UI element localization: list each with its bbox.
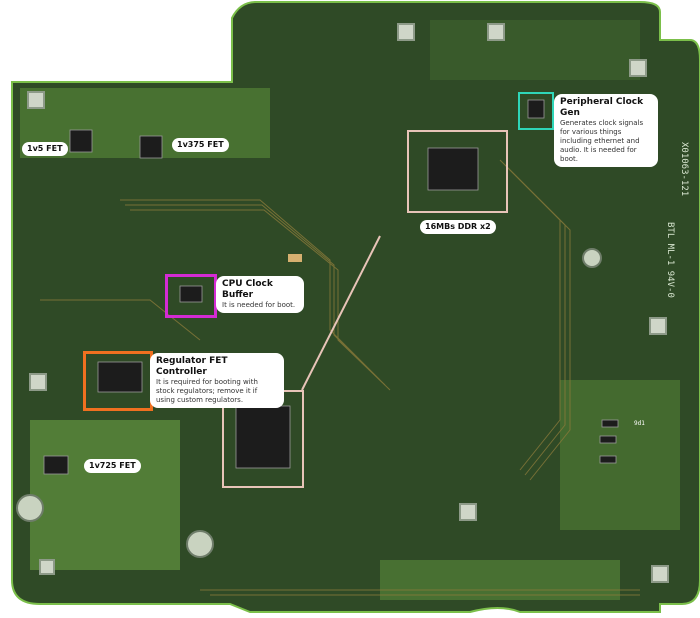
regulator-fet-controller-desc: It is required for booting with stock re… <box>156 378 258 404</box>
regulator-fet-controller-box <box>83 351 153 411</box>
fet-1v375-label: 1v375 FET <box>172 138 229 152</box>
silkscreen-part-no: X01063-121 <box>679 142 689 196</box>
silkscreen-ref: 9d1 <box>634 420 645 427</box>
peripheral-clock-gen-callout: Peripheral Clock Gen Generates clock sig… <box>554 94 658 167</box>
fet-1v5-label: 1v5 FET <box>22 142 68 156</box>
peripheral-clock-gen-desc: Generates clock signals for various thin… <box>560 119 644 163</box>
peripheral-clock-gen-box <box>518 92 554 130</box>
ddr-label: 16MBs DDR x2 <box>420 220 496 234</box>
regulator-fet-controller-callout: Regulator FET Controller It is required … <box>150 353 284 408</box>
cpu-clock-buffer-box <box>165 274 217 318</box>
fet-1v725-label: 1v725 FET <box>84 459 141 473</box>
ddr-chip-top-box <box>407 130 508 213</box>
cpu-clock-buffer-callout: CPU Clock Buffer It is needed for boot. <box>216 276 304 313</box>
regulator-fet-controller-title: Regulator FET Controller <box>156 356 228 377</box>
cpu-clock-buffer-title: CPU Clock Buffer <box>222 279 273 300</box>
cpu-clock-buffer-desc: It is needed for boot. <box>222 301 296 309</box>
peripheral-clock-gen-title: Peripheral Clock Gen <box>560 97 644 118</box>
silkscreen-board-id: BTL ML-1 94V-0 <box>665 222 675 298</box>
